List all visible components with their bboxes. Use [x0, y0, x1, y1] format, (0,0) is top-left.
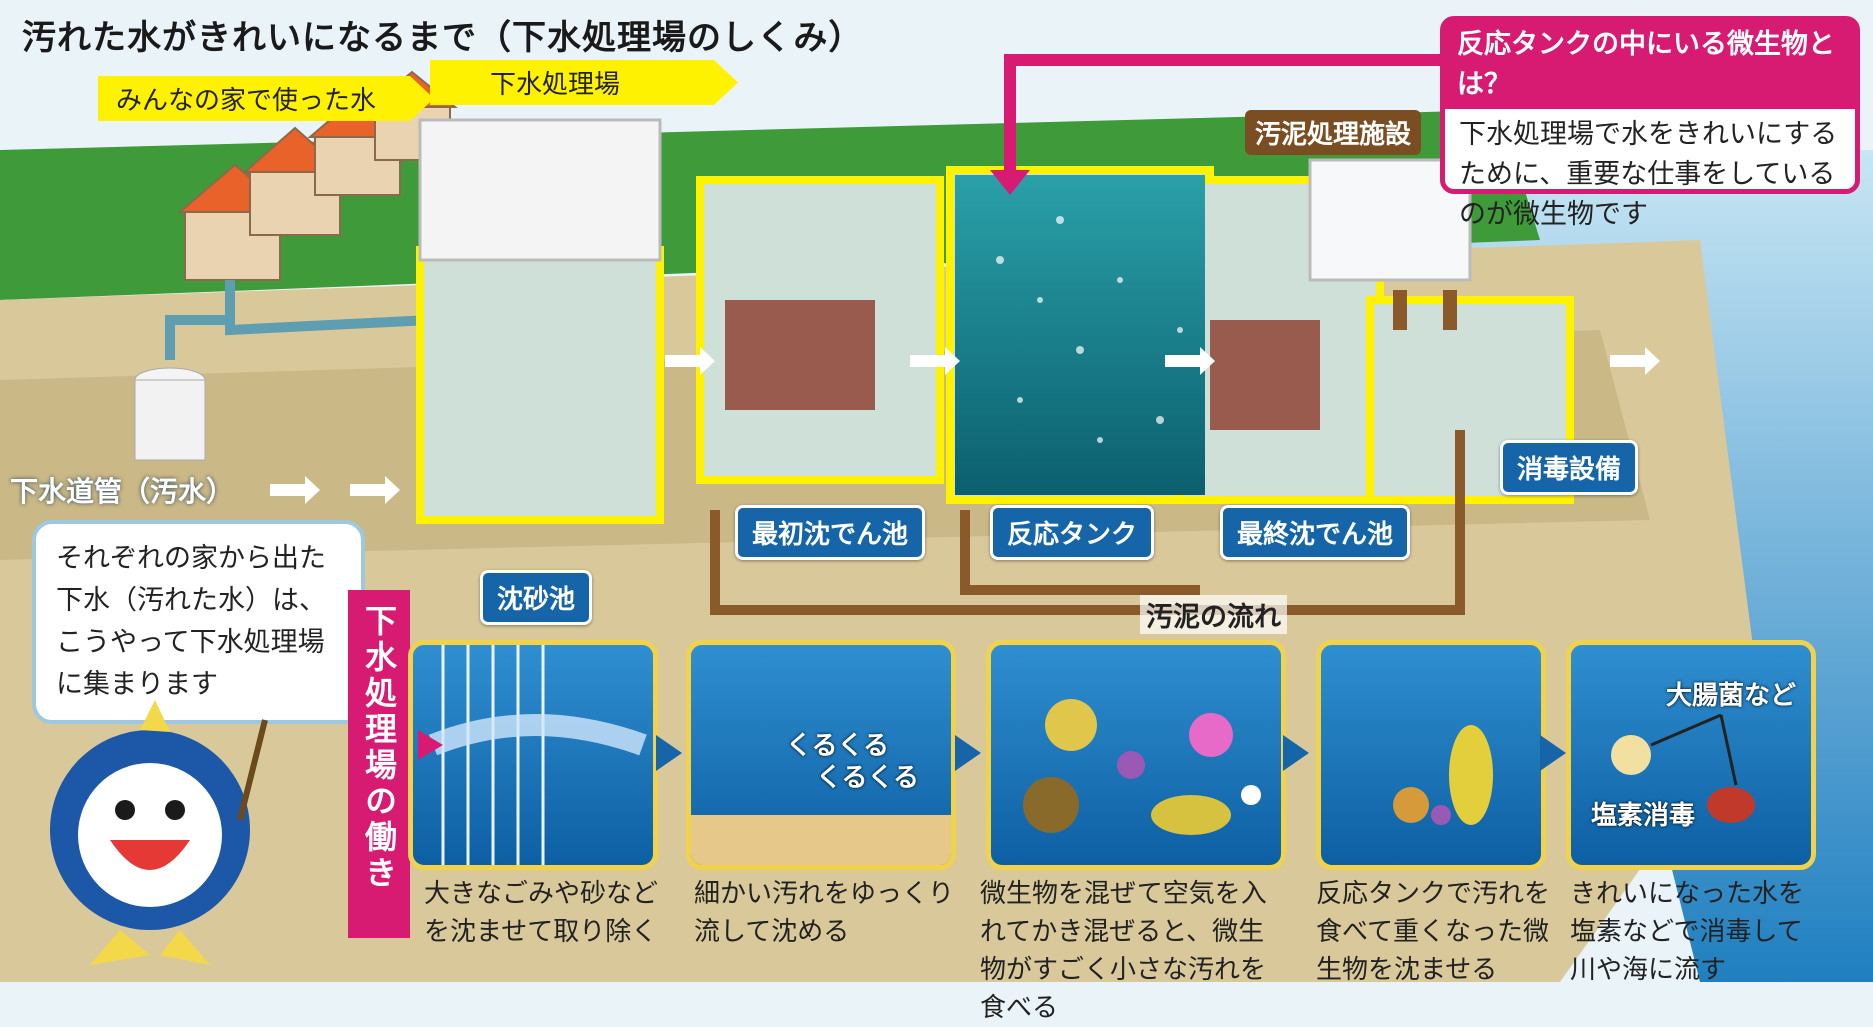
disinfection-label: 消毒設備 [1500, 440, 1639, 495]
caption-reaction: 微生物を混ぜて空気を入れてかき混ぜると、微生物がすごく小さな汚れを食べる [980, 879, 1267, 1023]
flow-arrow-1 [656, 735, 682, 771]
homes-label: みんなの家で使った水 [98, 76, 434, 121]
page-title: 汚れた水がきれいになるまで（下水処理場のしくみ） [22, 18, 864, 58]
plant-label: 下水処理場 [430, 60, 738, 105]
panel-reaction [986, 640, 1286, 870]
sludge-facility-label: 汚泥処理施設 [1245, 110, 1422, 155]
swirl-text-2: くるくる [816, 763, 919, 793]
swirl-text-1: くるくる [786, 731, 889, 761]
caption-grit: 大きなごみや砂などを沈ませて取り除く [424, 879, 659, 947]
bacteria-icon [1611, 713, 1755, 823]
caption-final: 反応タンクで汚れを食べて重くなった微生物を沈ませる [1316, 879, 1551, 985]
flow-arrow-4 [1540, 735, 1566, 771]
flow-arrow-3 [1283, 735, 1309, 771]
panel-grit [408, 640, 658, 870]
primary-tank-label: 最初沈でん池 [735, 505, 926, 560]
panel-disinfection: 大腸菌など 塩素消毒 [1566, 640, 1816, 870]
mascot-icon [50, 700, 268, 965]
sludge-flow-label: 汚泥の流れ [1140, 595, 1287, 634]
flow-arrow-2 [955, 735, 981, 771]
grit-chamber-label: 沈砂池 [480, 570, 593, 625]
plant-functions-label: 下水処理場の働き [348, 590, 410, 938]
info-body: 下水処理場で水をきれいにするために、重要な仕事をしているのが微生物です [1459, 119, 1838, 230]
settling-microbes-icon [1393, 725, 1493, 825]
info-heading: 反応タンクの中にいる微生物とは？ [1445, 21, 1855, 109]
panel-final [1316, 640, 1546, 870]
bacteria-text: 大腸菌など [1666, 681, 1797, 711]
caption-disinfection: きれいになった水を塩素などで消毒して川や海に流す [1570, 879, 1805, 985]
sewer-pipe-label: 下水道管（汚水） [10, 475, 235, 508]
microbe-info-box: 反応タンクの中にいる微生物とは？ 下水処理場で水をきれいにするために、重要な仕事… [1440, 16, 1860, 230]
sediment-layer [691, 815, 951, 865]
caption-primary: 細かい汚れをゆっくり流して沈める [694, 879, 955, 947]
grit-screen-icon [418, 645, 647, 865]
chlorine-text: 塩素消毒 [1591, 801, 1696, 831]
reaction-tank-label: 反応タンク [990, 505, 1155, 560]
panel-primary: くるくる くるくる [686, 640, 956, 870]
microbes-icon [1023, 699, 1261, 835]
mascot-speech: それぞれの家から出た下水（汚れた水）は、こうやって下水処理場に集まります [32, 520, 365, 724]
final-tank-label: 最終沈でん池 [1220, 505, 1411, 560]
